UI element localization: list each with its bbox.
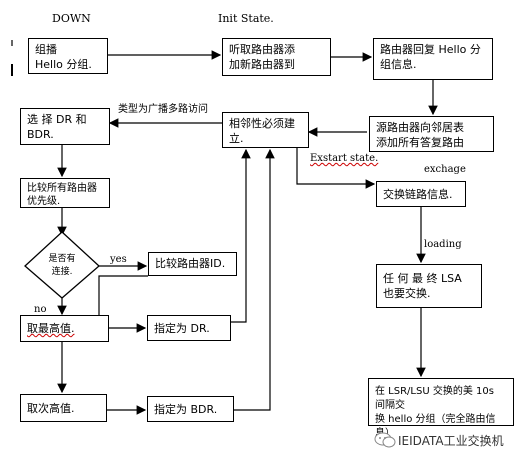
arrow-dr-to-adjacency — [231, 148, 251, 323]
box-adjacency: 相邻性必须建 立. — [222, 112, 309, 148]
box-take-highest: 取最高值. — [20, 315, 109, 342]
box-hello-interval: 在 LSR/LSU 交换的美 10s 间隔交 换 hello 分组（完全路由信息… — [368, 378, 514, 439]
exchange-state-label: exchage — [424, 164, 466, 175]
arrow-bdr-to-adjacency — [234, 148, 275, 411]
no-label: no — [34, 304, 47, 315]
box-compare-priority: 比较所有路由器 优先级. — [20, 178, 110, 208]
watermark-text: IEIDATA工业交换机 — [398, 434, 504, 448]
exstart-state-label: Exstart state. — [310, 153, 379, 164]
down-state-label: DOWN — [52, 12, 91, 25]
yes-label: yes — [110, 254, 127, 265]
wechat-icon — [374, 432, 396, 448]
box-exchange-link-info: 交换链路信息. — [376, 181, 466, 207]
box-router-reply: 路由器回复 Hello 分 组信息. — [373, 38, 493, 80]
box-elect-dr-bdr: 选 择 DR 和 BDR. — [20, 108, 110, 145]
box-listen-routers: 听取路由器添 加新路由器到 — [222, 38, 331, 76]
box-final-lsa-exchange: 任 何 最 终 LSA 也要交换. — [376, 264, 482, 308]
box-multicast-hello: 组播 Hello 分组. — [28, 38, 108, 74]
box-take-second-highest: 取次高值. — [20, 394, 107, 422]
decision-diamond — [24, 231, 100, 299]
broadcast-type-label: 类型为广播多路访问 — [118, 104, 208, 115]
diamond-label: 是否有 连接. — [48, 254, 76, 277]
init-state-label: Init State. — [218, 12, 274, 25]
box-source-neighbor-table: 源路由器向邻居表 添加所有答复路由 — [369, 116, 494, 152]
box-designate-bdr: 指定为 BDR. — [147, 396, 234, 422]
loading-state-label: loading — [424, 239, 462, 250]
arrow-adjacency-to-exchange — [296, 148, 376, 189]
box-compare-router-id: 比较路由器ID. — [148, 252, 237, 276]
box-designate-dr: 指定为 DR. — [147, 315, 231, 341]
